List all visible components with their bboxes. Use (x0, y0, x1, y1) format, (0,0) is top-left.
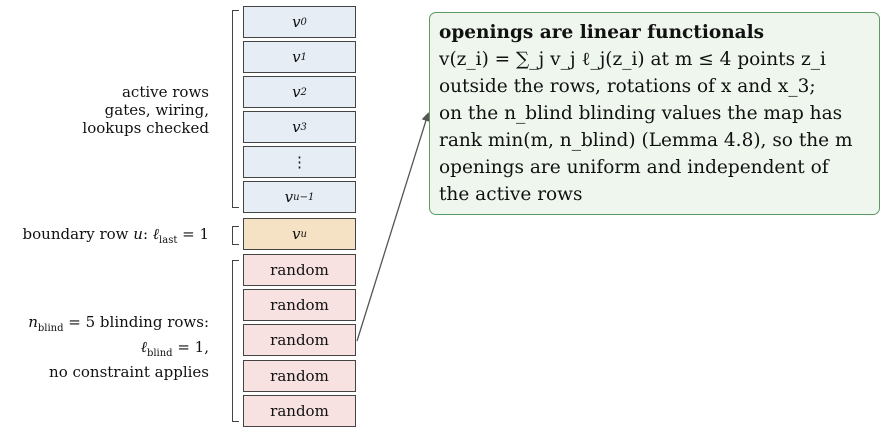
active-label-line2: gates, wiring, (104, 101, 209, 119)
blinding-rows-label: nblind = 5 blinding rows: ℓblind = 1, no… (28, 313, 209, 381)
note-line1: v(z_i) = ∑_j v_j ℓ_j(z_i) at m ≤ 4 point… (439, 49, 826, 70)
row-cell-random: random (243, 324, 356, 356)
row-cell-random: random (243, 360, 356, 392)
note-line5: openings are uniform and independent of (439, 157, 829, 178)
note-line2: outside the rows, rotations of x and x_3… (439, 76, 816, 97)
blind-label-line1: nblind = 5 blinding rows: (28, 313, 209, 338)
blind-label-n-sub: blind (37, 323, 64, 334)
blind-label-ell-sub: blind (146, 348, 173, 359)
random-label: random (270, 261, 329, 279)
row-var: v (292, 118, 301, 136)
row-sub: 2 (300, 86, 307, 98)
row-cell-random: random (243, 254, 356, 286)
blind-label-line3: no constraint applies (49, 363, 209, 381)
row-cell-random: random (243, 289, 356, 321)
row-cell-random: random (243, 395, 356, 427)
row-var: v (284, 188, 294, 206)
active-rows-bracket (232, 10, 239, 208)
boundary-row-label: boundary row u: ℓlast = 1 (23, 225, 209, 250)
blind-label-line2: ℓblind = 1, (28, 338, 209, 363)
blind-label-n: n (28, 313, 38, 331)
row-var: v (292, 13, 301, 31)
row-cell-ellipsis: ⋮ (243, 146, 356, 178)
active-label-line1: active rows (121, 83, 209, 101)
boundary-label-eq: = 1 (177, 225, 209, 243)
boundary-var: v (292, 225, 301, 243)
row-ellipsis: ⋮ (292, 153, 307, 171)
note-box: openings are linear functionals v(z_i) =… (429, 12, 880, 215)
note-line4: rank min(m, n_blind) (Lemma 4.8), so the… (439, 130, 853, 151)
active-label-line3: lookups checked (82, 119, 209, 137)
blind-label-line2-rest: = 1, (172, 338, 209, 356)
arrow-line (356, 112, 431, 342)
row-sub: u−1 (293, 191, 315, 203)
boundary-label-ell: ℓ (152, 225, 160, 243)
note-line3: on the n_blind blinding values the map h… (439, 103, 843, 124)
active-rows-label: active rows gates, wiring, lookups check… (82, 83, 209, 137)
blind-label-ell: ℓ (140, 338, 147, 356)
blinding-rows-bracket (232, 260, 239, 422)
boundary-label-sub: last (159, 235, 178, 246)
random-label: random (270, 331, 329, 349)
boundary-label-prefix: boundary row (22, 225, 129, 243)
blind-label-line1-rest: = 5 blinding rows: (63, 313, 209, 331)
row-sub: 1 (300, 51, 307, 63)
row-sub: 0 (300, 16, 307, 28)
random-label: random (270, 296, 329, 314)
boundary-row-bracket (232, 226, 239, 245)
row-var: v (292, 48, 301, 66)
random-label: random (270, 367, 329, 385)
random-label: random (270, 402, 329, 420)
note-line6: the active rows (439, 184, 583, 205)
note-title: openings are linear functionals (439, 22, 765, 43)
boundary-sub: u (300, 228, 307, 240)
boundary-label-var: u (133, 225, 143, 243)
boundary-label-colon: : (142, 225, 148, 243)
row-sub: 3 (300, 121, 307, 133)
row-var: v (292, 83, 301, 101)
